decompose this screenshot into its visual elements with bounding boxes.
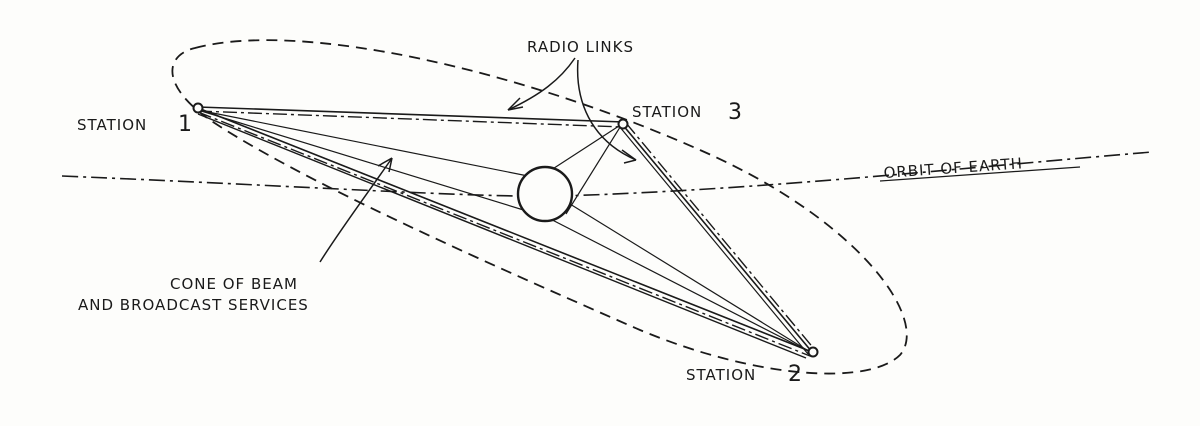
- link-3-2-c: [618, 125, 809, 355]
- earth-circle: [516, 165, 574, 223]
- station-1-label-text: STATION: [77, 116, 147, 134]
- station-3-label-text: STATION: [632, 103, 702, 121]
- cone-label-line-2: AND BROADCAST SERVICES: [78, 296, 309, 314]
- link-1-2-a: [197, 107, 813, 353]
- beam-3-b: [565, 123, 623, 215]
- station-1-marker: [192, 102, 204, 114]
- beam-lines: [197, 109, 811, 353]
- cone-label-line-1: CONE OF BEAM: [170, 275, 298, 293]
- radio-links-arrow-2: [576, 59, 637, 161]
- station-2-label-text: STATION: [686, 366, 756, 384]
- radio-links: [197, 106, 816, 359]
- radio-links-label: RADIO LINKS: [527, 38, 634, 56]
- link-1-2-b: [197, 111, 811, 357]
- link-1-2-c: [197, 113, 807, 359]
- link-1-3-a: [197, 106, 625, 123]
- cone-boundary-ellipse: [171, 39, 908, 375]
- link-3-2-a: [621, 123, 813, 353]
- beam-1-a: [197, 109, 539, 179]
- beam-1-b: [197, 109, 531, 213]
- cone-label-arrow: [319, 157, 393, 263]
- beam-2-b: [524, 205, 811, 353]
- cone-arrow-shaft: [319, 157, 393, 263]
- station-3-label-number: 3: [728, 100, 743, 125]
- radio-links-arrow-1: [507, 57, 576, 111]
- station-2-label-number: 2: [788, 362, 803, 387]
- arrowhead-1: [507, 97, 524, 111]
- orbit-label-underline: [879, 166, 1081, 182]
- orbit-label: ORBIT OF EARTH: [883, 154, 1024, 182]
- station-2-marker: [807, 346, 819, 358]
- cone-arrowhead: [377, 157, 393, 173]
- station-1-label-number: 1: [178, 112, 193, 137]
- link-1-3-b: [197, 110, 623, 128]
- radio-links-arrows: [507, 57, 637, 164]
- beam-3-a: [547, 123, 623, 173]
- arrowhead-2: [621, 149, 637, 164]
- beam-2-a: [569, 203, 811, 353]
- station-3-marker: [617, 118, 629, 130]
